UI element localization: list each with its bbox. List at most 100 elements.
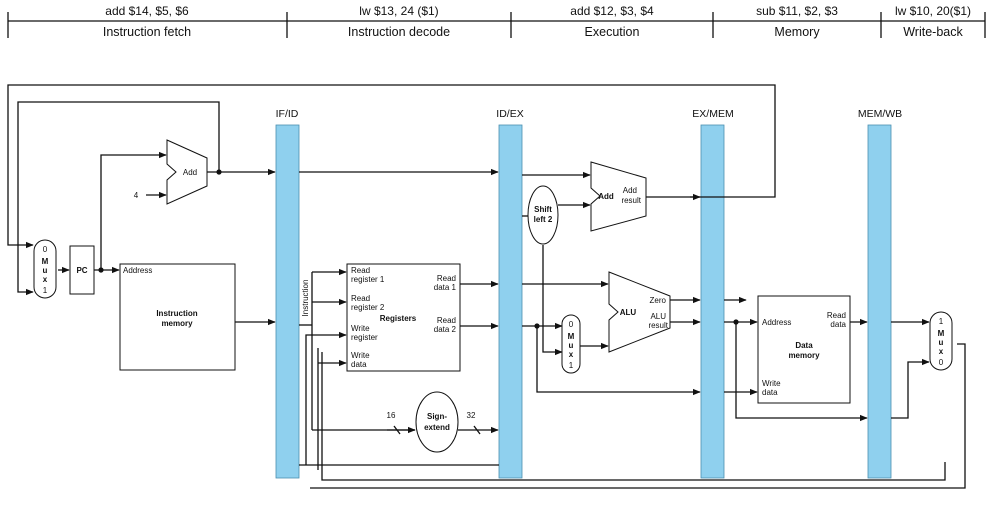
mux-letter: M — [568, 332, 575, 341]
instruction-wb: lw $10, 20($1) — [895, 4, 971, 18]
imem-address-label: Address — [123, 266, 152, 275]
dmem-title-line-2: memory — [788, 351, 820, 360]
shift-line-1: Shift — [534, 205, 552, 214]
alu-zero-label: Zero — [650, 296, 667, 305]
read-register-2-a: Read — [351, 294, 370, 303]
branch-adder-label: Add — [598, 192, 614, 201]
wb-mux-body — [929, 311, 953, 371]
stage-execution: Execution — [585, 25, 640, 39]
pc-adder: Add 4 — [134, 139, 208, 205]
read-register-2-b: register 2 — [351, 303, 385, 312]
instruction-if: add $14, $5, $6 — [105, 4, 189, 18]
shift-left-2: Shift left 2 — [527, 185, 559, 245]
write-register-a: Write — [351, 324, 370, 333]
mux-letter: u — [939, 338, 944, 347]
store-data-wire — [536, 326, 701, 396]
write-back-loop-wire — [321, 352, 946, 481]
mux-letter: x — [569, 350, 574, 359]
header-table: add $14, $5, $6 lw $13, 24 ($1) add $12,… — [7, 4, 986, 39]
dmem-box — [757, 295, 851, 404]
wb-mux-input-0: 0 — [939, 358, 944, 367]
pc-mux-body — [33, 239, 57, 299]
mux-letter: u — [569, 341, 574, 350]
imem-title-line-1: Instruction — [156, 309, 197, 318]
id-ex-label: ID/EX — [496, 108, 523, 120]
instruction-ex: add $12, $3, $4 — [570, 4, 654, 18]
pc-mux-input-0: 0 — [43, 245, 48, 254]
mem-wb-register — [867, 124, 892, 479]
stage-memory: Memory — [774, 25, 820, 39]
alu-shape — [608, 271, 671, 353]
dmem-write-data-line-1: Write — [762, 379, 781, 388]
pc-adder-label: Add — [183, 168, 197, 177]
pc-to-add-wire — [100, 151, 167, 270]
immediate-to-alu-mux-wire — [542, 245, 563, 356]
dmem-read-data-line-1: Read — [827, 311, 846, 320]
write-data-b: data — [351, 360, 367, 369]
stage-instruction-fetch: Instruction fetch — [103, 25, 191, 39]
alu-mux-body — [561, 314, 581, 374]
shift-line-2: left 2 — [534, 215, 553, 224]
constant-four: 4 — [134, 191, 139, 200]
mux-letter: u — [43, 266, 48, 275]
width-slash — [473, 425, 481, 435]
alu-result-line-2: result — [648, 321, 668, 330]
read-data-2-b: data 2 — [434, 325, 457, 334]
sign-extend-ellipse — [415, 391, 459, 453]
write-back-result-wire — [310, 343, 966, 489]
pc-adder-shape — [166, 139, 208, 205]
width-slash — [393, 425, 401, 435]
read-register-1-b: register 1 — [351, 275, 385, 284]
registers-title: Registers — [380, 314, 417, 323]
instruction-vertical-label: Instruction — [301, 280, 310, 317]
alu: ALU Zero ALU result — [608, 271, 671, 353]
write-register-b: register — [351, 333, 378, 342]
mem-wb-label: MEM/WB — [858, 108, 902, 120]
pipeline-registers: IF/ID ID/EX EX/MEM MEM/WB — [275, 108, 902, 479]
instruction-id: lw $13, 24 ($1) — [359, 4, 438, 18]
sign-extend-line-2: extend — [424, 423, 450, 432]
data-memory: Address Read data Data memory Write data — [757, 295, 851, 404]
memwb-to-mux-0-wire — [891, 358, 930, 419]
dmem-read-data-line-2: data — [830, 320, 846, 329]
branch-target-wire — [7, 84, 776, 249]
register-file-box — [346, 263, 461, 372]
instruction-mem: sub $11, $2, $3 — [756, 4, 838, 18]
instruction-memory: Address Instruction memory — [119, 263, 236, 371]
pc-plus-four-feedback-wire — [17, 101, 220, 296]
dmem-title-line-1: Data — [795, 341, 813, 350]
pc-mux-input-1: 1 — [43, 286, 48, 295]
add-result-line-2: result — [621, 196, 641, 205]
id-ex-register — [498, 124, 523, 479]
dmem-address-label: Address — [762, 318, 791, 327]
imem-title-line-2: memory — [161, 319, 193, 328]
write-data-a: Write — [351, 351, 370, 360]
alu-label: ALU — [620, 308, 637, 317]
add-result-line-1: Add — [623, 186, 637, 195]
register-file: Read register 1 Read register 2 Write re… — [346, 263, 461, 372]
wb-mux-input-1: 1 — [939, 317, 944, 326]
alu-mux-input-1: 1 — [569, 361, 574, 370]
alu-result-line-1: ALU — [650, 312, 666, 321]
pc-box — [69, 245, 95, 295]
branch-adder: Add Add result — [590, 161, 647, 232]
shift-left-2-ellipse — [527, 185, 559, 245]
branch-adder-shape — [590, 161, 647, 232]
read-data-1-b: data 1 — [434, 283, 457, 292]
ex-mem-register — [700, 124, 725, 479]
imem-box — [119, 263, 236, 371]
mux-letter: M — [938, 329, 945, 338]
ex-mem-label: EX/MEM — [692, 108, 733, 120]
read-data-2-a: Read — [437, 316, 456, 325]
if-id-label: IF/ID — [276, 108, 299, 120]
pc-mux: 0 M u x 1 — [33, 239, 57, 299]
wires — [7, 84, 966, 489]
read-register-1-a: Read — [351, 266, 370, 275]
alu-input-mux: 0 M u x 1 — [561, 314, 581, 374]
if-id-register — [275, 124, 300, 479]
width-32-label: 32 — [467, 411, 476, 420]
read-data-1-a: Read — [437, 274, 456, 283]
mux-letter: x — [43, 275, 48, 284]
sign-extend-line-1: Sign- — [427, 412, 447, 421]
